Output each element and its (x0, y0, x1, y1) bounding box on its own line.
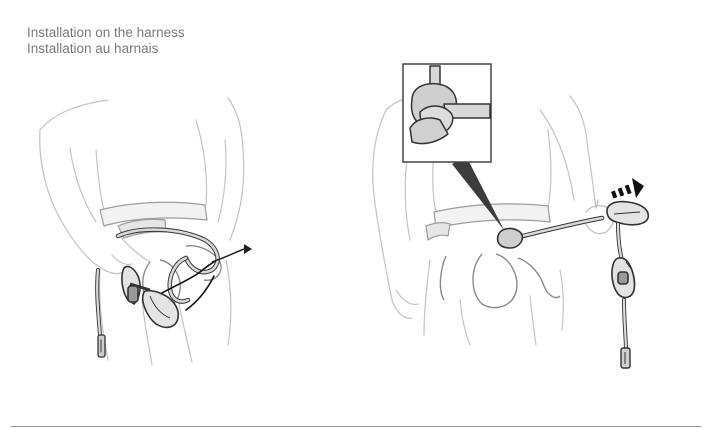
title-french: Installation au harnais (27, 40, 159, 56)
right-top-carabiner (606, 200, 650, 226)
right-lanyard-extended (496, 215, 605, 249)
left-pull-arrow (211, 244, 252, 263)
title-english: Installation on the harness (27, 25, 185, 40)
right-harness-belt (425, 203, 551, 241)
zoom-callout-pointer (452, 156, 504, 230)
knot-detail-inset (402, 63, 492, 163)
right-terminal-clip (620, 347, 631, 369)
motion-dash-arrow (611, 178, 644, 199)
right-leg-loops (439, 253, 561, 309)
left-carabiner-group (121, 265, 180, 329)
right-body-outline (372, 95, 597, 346)
right-lower-carabiner (611, 257, 636, 299)
left-body-outline (39, 97, 245, 366)
page-title: Installation on the harness Installation… (27, 25, 185, 56)
bottom-divider (11, 426, 701, 427)
left-hanging-lanyard (95, 268, 106, 358)
left-rope-loop (115, 227, 220, 311)
